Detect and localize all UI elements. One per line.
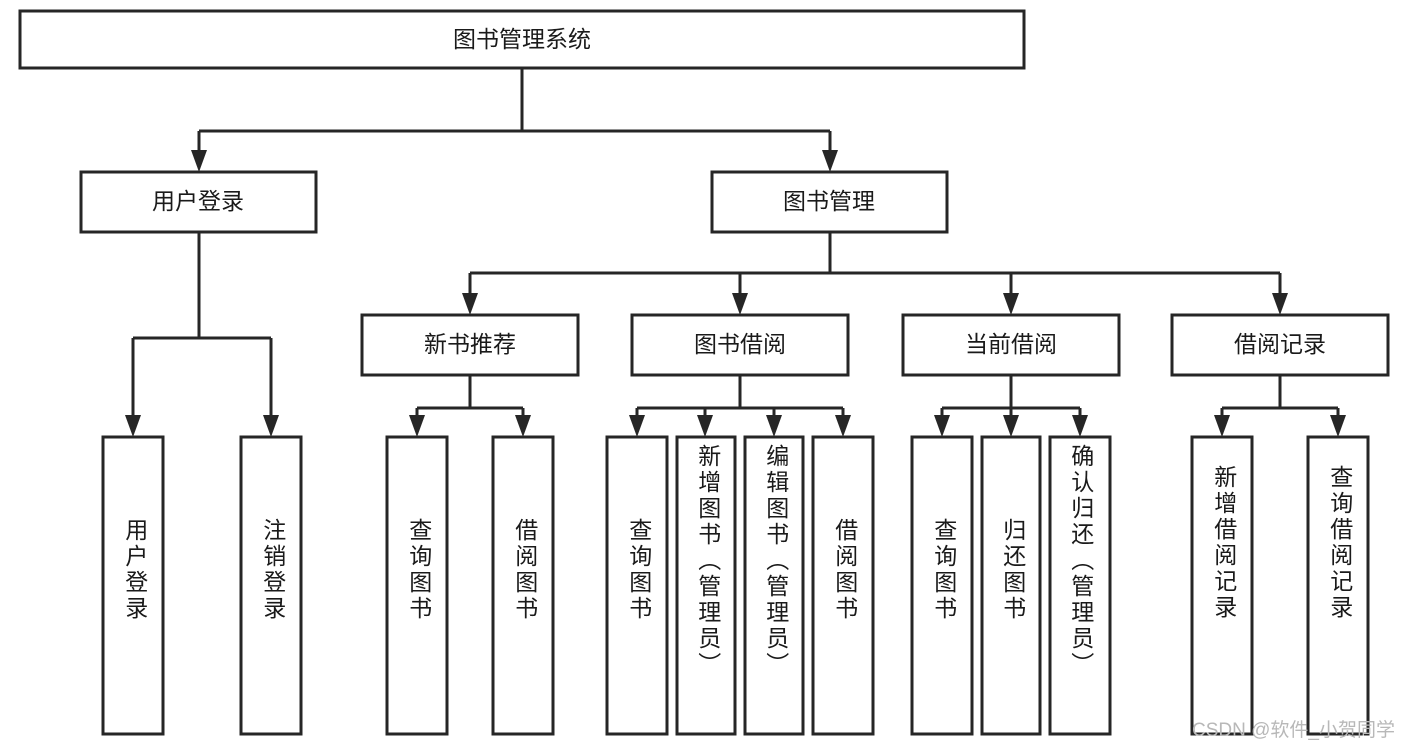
node-leaf-query-book-3-label: 查询图书: [930, 518, 957, 622]
node-root-box[interactable]: [18, 9, 1026, 70]
connector-borrowrecord-to-leaves: [1214, 375, 1346, 437]
node-borrow-record[interactable]: 借阅记录: [1170, 313, 1390, 377]
node-current-borrow[interactable]: 当前借阅: [901, 313, 1121, 377]
node-book-borrow-box[interactable]: [630, 313, 850, 377]
node-current-borrow-label: 当前借阅: [965, 331, 1057, 357]
node-book-manage-box[interactable]: [710, 170, 949, 234]
node-leaf-add-record-label: 新增借阅记录: [1210, 465, 1237, 621]
node-leaf-add-record-box[interactable]: [1190, 435, 1254, 736]
node-new-book-recommend-label: 新书推荐: [424, 331, 516, 357]
node-leaf-query-book-2-box[interactable]: [605, 435, 669, 736]
node-book-borrow[interactable]: 图书借阅: [630, 313, 850, 377]
node-leaf-query-book-1-label: 查询图书: [405, 518, 432, 622]
node-leaf-confirm-return-box[interactable]: [1048, 435, 1112, 736]
node-book-borrow-label: 图书借阅: [694, 331, 786, 357]
node-leaf-add-book-label: 新增图书（管理员）: [694, 444, 721, 678]
connector-bookborrow-to-leaves: [629, 375, 851, 437]
connector-userlogin-to-leaves: [125, 232, 279, 437]
connector-newbook-to-leaves: [409, 375, 531, 437]
node-leaf-user-logout-box[interactable]: [239, 435, 303, 736]
connector-bookmanage-to-level3: [462, 232, 1288, 315]
node-leaf-query-record-box[interactable]: [1306, 435, 1370, 736]
node-leaf-return-book-label: 归还图书: [999, 518, 1026, 622]
node-leaf-query-book-3-box[interactable]: [910, 435, 974, 736]
node-user-login-box[interactable]: [79, 170, 318, 234]
node-leaf-edit-book-box[interactable]: [743, 435, 805, 736]
node-leaf-return-book-box[interactable]: [980, 435, 1042, 736]
node-user-login[interactable]: 用户登录: [79, 170, 318, 234]
node-book-manage[interactable]: 图书管理: [710, 170, 949, 234]
node-user-login-label: 用户登录: [152, 188, 244, 214]
node-current-borrow-box[interactable]: [901, 313, 1121, 377]
node-leaf-confirm-return-label: 确认归还（管理员）: [1067, 444, 1094, 678]
node-leaf-query-book-2-label: 查询图书: [625, 518, 652, 622]
node-leaf-borrow-book-1-label: 借阅图书: [511, 518, 538, 622]
node-new-book-recommend[interactable]: 新书推荐: [360, 313, 580, 377]
node-leaf-query-book-1-box[interactable]: [385, 435, 449, 736]
connector-root-to-level2: [191, 68, 838, 172]
node-root-label: 图书管理系统: [453, 26, 591, 52]
node-book-manage-label: 图书管理: [783, 188, 875, 214]
node-leaf-user-login-box[interactable]: [101, 435, 165, 736]
node-leaf-edit-book-label: 编辑图书（管理员）: [762, 444, 789, 678]
connector-currentborrow-to-leaves: [934, 375, 1088, 437]
node-new-book-recommend-box[interactable]: [360, 313, 580, 377]
csdn-watermark: CSDN @软件_小贺同学: [1192, 720, 1395, 741]
node-root[interactable]: 图书管理系统: [18, 9, 1026, 70]
node-borrow-record-box[interactable]: [1170, 313, 1390, 377]
node-leaf-borrow-book-1-box[interactable]: [491, 435, 555, 736]
node-borrow-record-label: 借阅记录: [1234, 331, 1326, 357]
node-leaf-borrow-book-2-label: 借阅图书: [831, 518, 858, 622]
node-leaf-query-record-label: 查询借阅记录: [1326, 465, 1353, 621]
node-leaf-borrow-book-2-box[interactable]: [811, 435, 875, 736]
node-leaf-add-book-box[interactable]: [675, 435, 737, 736]
node-leaf-user-login-label: 用户登录: [121, 518, 148, 622]
node-leaf-user-logout-label: 注销登录: [259, 518, 286, 622]
